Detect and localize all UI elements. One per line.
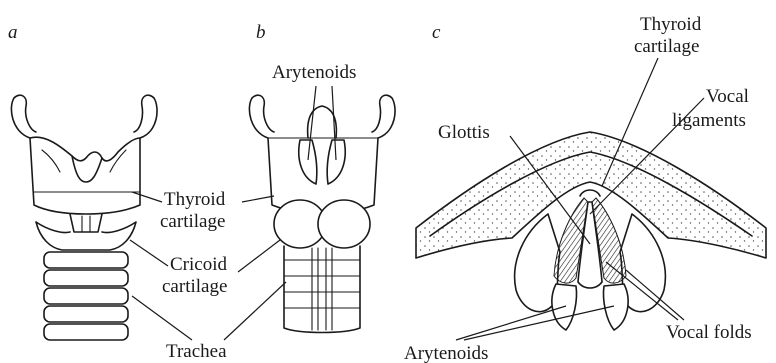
- label-thyroid-line2: cartilage: [160, 211, 225, 232]
- label-glottis: Glottis: [438, 122, 490, 143]
- leader-trachea-b: [224, 282, 286, 340]
- tracheal-ring-2: [44, 270, 128, 286]
- cricoid-lamina-right: [318, 200, 370, 248]
- tracheal-ring-5: [44, 324, 128, 340]
- cricothyroid-membrane: [70, 214, 102, 232]
- thyroid-superior-horn-left-b: [249, 95, 274, 138]
- panel-c-glottis-top-view: c: [416, 22, 766, 330]
- thyroid-superior-horn-left: [11, 95, 36, 138]
- thyroid-shading: [42, 150, 126, 172]
- label-cricoid-line2: cartilage: [162, 276, 227, 297]
- thyroid-superior-horn-right: [134, 95, 157, 138]
- thyroid-cartilage-body: [30, 138, 140, 214]
- label-trachea: Trachea: [166, 341, 227, 362]
- label-c-thyroid-line2: cartilage: [634, 36, 699, 57]
- thyroid-superior-horn-right-b: [372, 95, 395, 138]
- label-vocal-folds: Vocal folds: [666, 322, 752, 343]
- label-cricoid-line1: Cricoid: [170, 254, 227, 275]
- panel-c-letter: c: [432, 22, 441, 43]
- arytenoid-right: [327, 140, 345, 184]
- thyroid-lamina-outline-b: [268, 138, 378, 214]
- leader-thyroid-b: [242, 196, 274, 202]
- leader-cricoid-a: [130, 240, 168, 266]
- cricoid-cartilage: [36, 222, 136, 250]
- arytenoid-left: [299, 140, 317, 184]
- leader-thyroid-a: [132, 192, 162, 202]
- label-arytenoids-b: Arytenoids: [272, 62, 356, 83]
- thyroid-cartilage-upper-border: [30, 137, 140, 161]
- leader-trachea-a: [132, 296, 192, 340]
- trachea-posterior: [284, 246, 360, 333]
- panel-b-letter: b: [256, 22, 266, 43]
- label-c-thyroid-line1: Thyroid: [640, 14, 702, 35]
- label-arytenoids-c: Arytenoids: [404, 343, 488, 363]
- leader-cricoid-b: [238, 240, 280, 272]
- leader-arytenoids-c-left: [456, 306, 566, 340]
- anterior-commissure: [580, 190, 600, 196]
- tracheal-ring-3: [44, 288, 128, 304]
- label-vocal-ligaments-line1: Vocal: [706, 86, 749, 107]
- label-thyroid-line1: Thyroid: [164, 189, 226, 210]
- tracheal-ring-1: [44, 252, 128, 268]
- panel-a-letter: a: [8, 22, 18, 43]
- tracheal-ring-4: [44, 306, 128, 322]
- panel-a-larynx-front: a: [8, 22, 157, 340]
- label-vocal-ligaments-line2: ligaments: [672, 110, 746, 131]
